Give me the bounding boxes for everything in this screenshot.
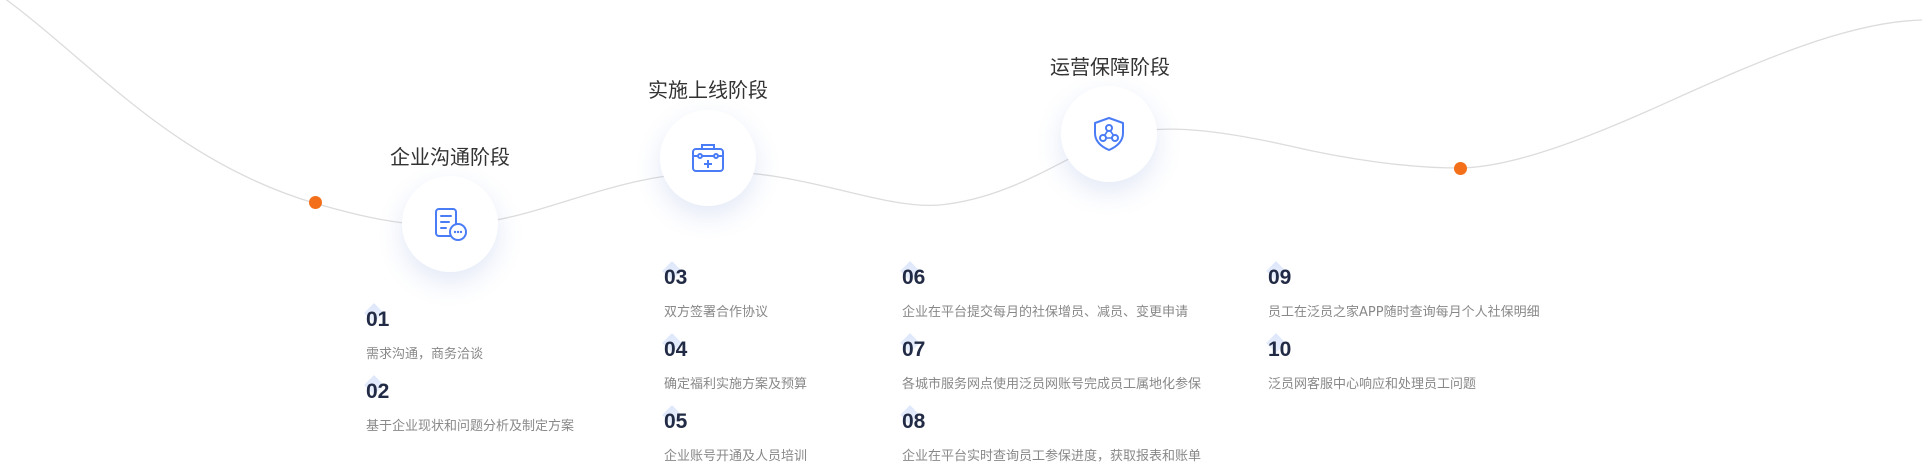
medical-kit-icon (692, 144, 724, 172)
step-text: 员工在泛员之家APP随时查询每月个人社保明细 (1268, 305, 1540, 320)
step-item: 03 双方签署合作协议 (662, 261, 769, 320)
step-item: 01 需求沟通，商务洽谈 (364, 303, 484, 362)
stage-icon-circle (660, 110, 756, 206)
document-chat-icon (435, 208, 467, 241)
step-text: 企业账号开通及人员培训 (664, 449, 808, 464)
step-number: 07 (902, 338, 926, 361)
step-text: 基于企业现状和问题分析及制定方案 (366, 419, 575, 434)
step-item: 08 企业在平台实时查询员工参保进度，获取报表和账单 (900, 405, 1202, 464)
step-item: 06 企业在平台提交每月的社保增员、减员、变更申请 (900, 261, 1189, 320)
stage-title: 实施上线阶段 (648, 78, 768, 102)
step-text: 双方签署合作协议 (664, 305, 769, 320)
step-text: 企业在平台实时查询员工参保进度，获取报表和账单 (902, 449, 1202, 464)
stage-title: 企业沟通阶段 (390, 145, 510, 169)
step-text: 泛员网客服中心响应和处理员工问题 (1268, 377, 1477, 392)
step-number: 01 (366, 308, 390, 331)
step-number: 09 (1268, 266, 1292, 289)
step-number: 08 (902, 410, 926, 433)
step-item: 05 企业账号开通及人员培训 (662, 405, 808, 464)
step-number: 10 (1268, 338, 1292, 361)
shield-network-icon (1094, 117, 1124, 151)
step-item: 10 泛员网客服中心响应和处理员工问题 (1266, 333, 1477, 392)
step-text: 企业在平台提交每月的社保增员、减员、变更申请 (902, 305, 1189, 320)
step-number: 02 (366, 380, 390, 403)
stage-icon-circle (402, 176, 498, 272)
step-number: 03 (664, 266, 688, 289)
stage-icon-circle (1061, 86, 1157, 182)
timeline-dot (1454, 162, 1467, 175)
step-item: 04 确定福利实施方案及预算 (662, 333, 808, 392)
step-number: 06 (902, 266, 926, 289)
step-text: 需求沟通，商务洽谈 (366, 347, 484, 362)
step-text: 确定福利实施方案及预算 (664, 377, 808, 392)
step-item: 07 各城市服务网点使用泛员网账号完成员工属地化参保 (900, 333, 1202, 392)
step-number: 05 (664, 410, 688, 433)
step-text: 各城市服务网点使用泛员网账号完成员工属地化参保 (902, 377, 1202, 392)
step-number: 04 (664, 338, 688, 361)
timeline-dot (309, 196, 322, 209)
step-item: 02 基于企业现状和问题分析及制定方案 (364, 375, 575, 434)
step-item: 09 员工在泛员之家APP随时查询每月个人社保明细 (1266, 261, 1540, 320)
stage-title: 运营保障阶段 (1050, 55, 1170, 79)
